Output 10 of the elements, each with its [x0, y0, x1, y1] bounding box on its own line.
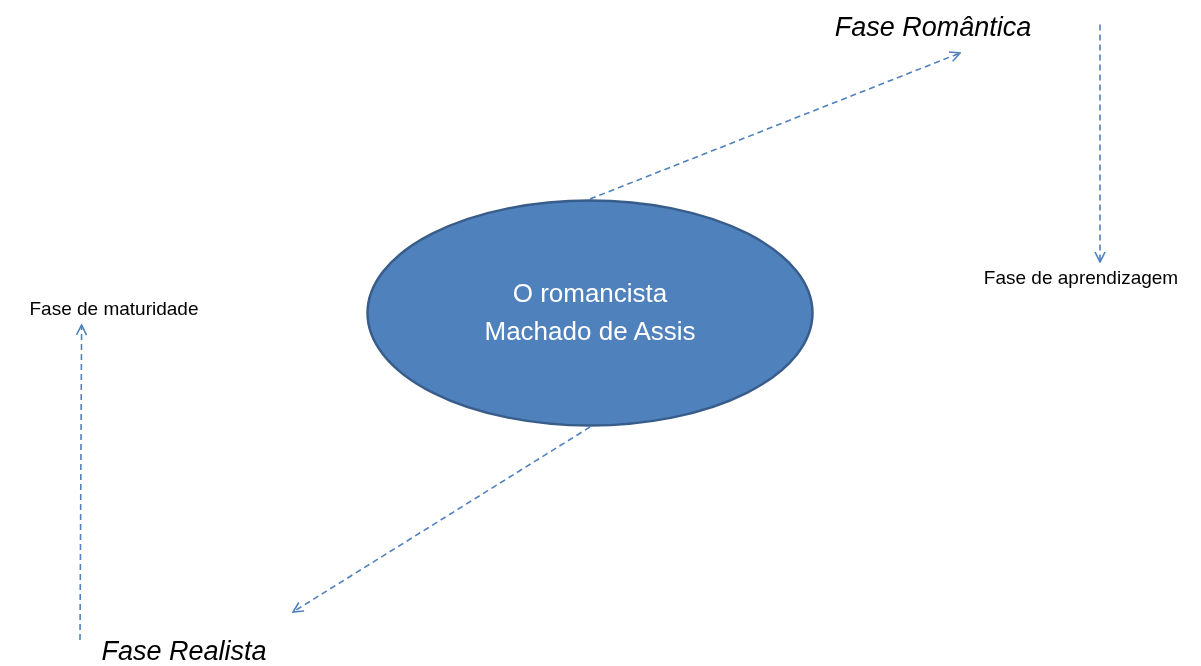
ellipse-node — [366, 199, 814, 427]
phase-label: Fase Realista — [101, 634, 267, 666]
phase-label: Fase Romântica — [834, 11, 1032, 45]
arrow — [75, 324, 88, 641]
phase-label: Fase de maturidade — [29, 297, 199, 322]
phase-label: Fase de aprendizagem — [983, 266, 1179, 291]
node-label: O romancista Machado de Assis — [483, 277, 697, 348]
arrow — [292, 426, 591, 613]
arrow — [1094, 23, 1106, 263]
arrow — [589, 51, 961, 200]
